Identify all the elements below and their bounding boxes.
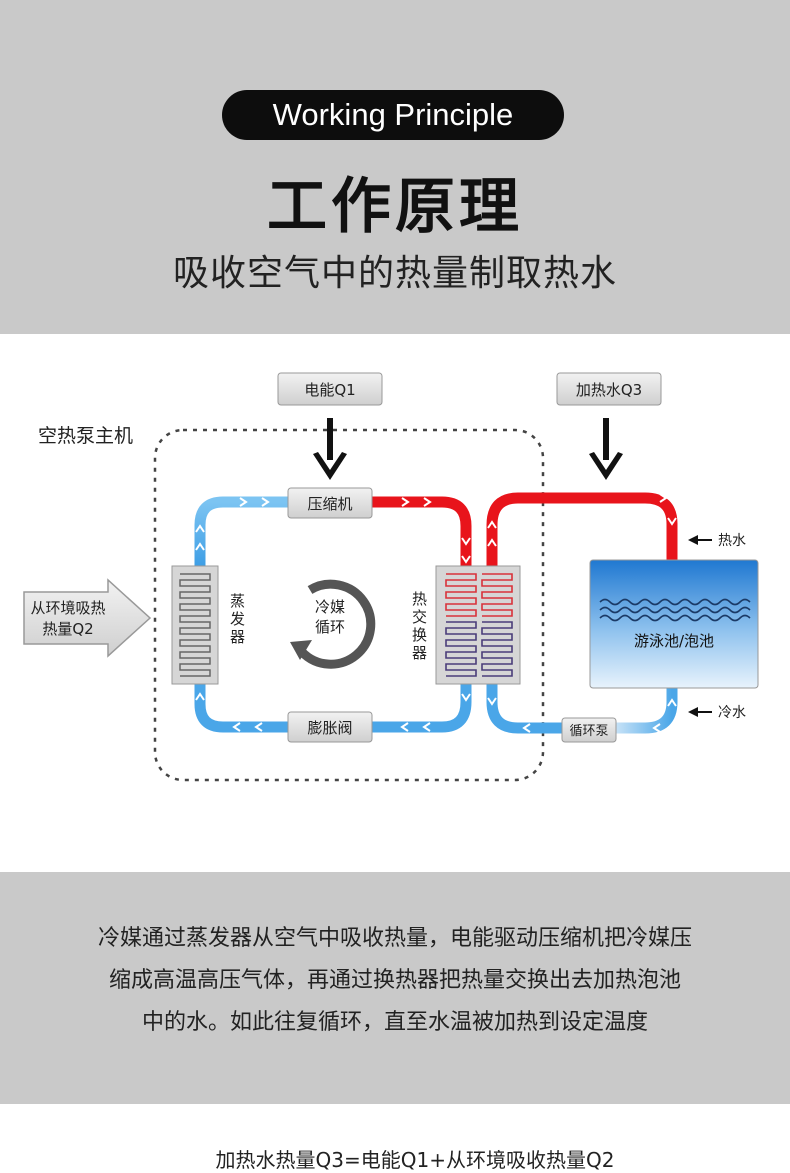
down-arrow-icon: [589, 418, 623, 480]
cycle-arrow-icon: [290, 579, 376, 669]
pump-box: [561, 717, 617, 743]
hot-water-output-box: [556, 372, 662, 406]
cold-water-label: 冷水: [718, 705, 746, 721]
env-heat-label-1: 从环境吸热: [30, 599, 105, 617]
electric-input-box: [277, 372, 383, 406]
energy-formula: 加热水热量Q3=电能Q1+从环境吸收热量Q2: [215, 1148, 615, 1172]
evaporator: [171, 565, 219, 685]
env-heat-label-2: 热量Q2: [42, 620, 93, 638]
unit-boundary: [153, 428, 545, 782]
down-arrow-icon: [313, 418, 347, 480]
description-line: 冷媒通过蒸发器从空气中吸收热量，电能驱动压缩机把冷媒压: [97, 926, 692, 951]
evaporator-char-3: 器: [230, 628, 245, 646]
heat-exchanger-char-3: 换: [412, 626, 427, 644]
evaporator-char-1: 蒸: [230, 592, 245, 610]
water-wave-icon: [599, 598, 751, 622]
water-loop: [486, 492, 678, 734]
expansion-valve-label: 膨胀阀: [307, 719, 352, 737]
pool-label: 游泳池/泡池: [634, 632, 714, 650]
heat-exchanger-char-4: 器: [412, 644, 427, 662]
hot-water-output-label: 加热水Q3: [576, 381, 642, 399]
evaporator-char-2: 发: [230, 610, 245, 628]
left-arrow-icon: [688, 535, 712, 545]
description-line: 中的水。如此往复循环，直至水温被加热到设定温度: [141, 1010, 648, 1035]
hot-water-label: 热水: [718, 533, 746, 549]
environment-heat-arrow: [23, 578, 152, 658]
description-line: 缩成高温高压气体，再通过换热器把热量交换出去加热泡池: [108, 968, 681, 993]
refrigerant-label-1: 冷媒: [315, 598, 345, 616]
compressor-box: [287, 487, 373, 519]
description-paragraph: 冷媒通过蒸发器从空气中吸收热量，电能驱动压缩机把冷媒压 缩成高温高压气体，再通过…: [40, 918, 750, 1044]
electric-input-label: 电能Q1: [304, 381, 355, 399]
expansion-valve-box: [287, 711, 373, 743]
heat-pump-diagram: 空热泵主机: [23, 372, 759, 782]
heat-exchanger: [435, 565, 521, 685]
header-section: Working Principle 工作原理 吸收空气中的热量制取热水: [0, 0, 790, 334]
pool: [589, 559, 759, 689]
page-subtitle: 吸收空气中的热量制取热水: [172, 253, 617, 294]
heat-exchanger-char-1: 热: [412, 590, 427, 608]
diagram-section: 空热泵主机: [0, 334, 790, 1172]
working-principle-pill: Working Principle: [222, 90, 564, 140]
refrigerant-loop: [194, 496, 472, 733]
page-title: 工作原理: [267, 172, 523, 242]
heat-exchanger-char-2: 交: [412, 608, 427, 626]
compressor-label: 压缩机: [307, 495, 352, 513]
left-arrow-icon: [688, 707, 712, 717]
refrigerant-label-2: 循环: [315, 618, 345, 636]
description-section: [0, 872, 790, 1104]
pump-label: 循环泵: [569, 724, 608, 739]
unit-label: 空热泵主机: [38, 425, 133, 447]
